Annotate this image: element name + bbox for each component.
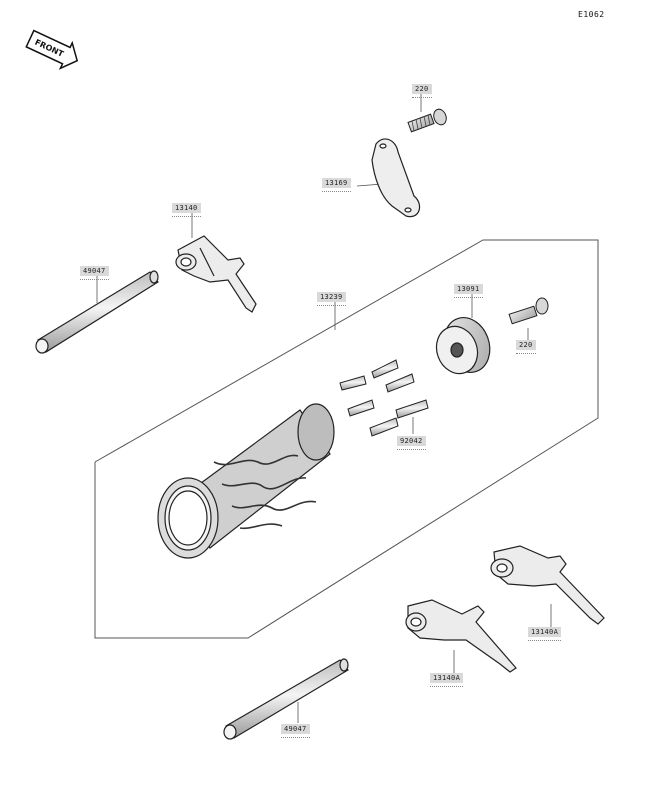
callout-pins: 92042 (397, 436, 426, 450)
shift-fork-middle (405, 599, 517, 673)
bolt-top (407, 108, 447, 133)
callout-drum: 13239 (317, 292, 346, 306)
bolt-right (508, 297, 549, 325)
assembly-outline (94, 239, 599, 639)
callout-plate: 13169 (322, 178, 351, 192)
callout-fork-middle: 13140A (430, 673, 464, 687)
callout-bolt-right: 220 (516, 340, 536, 354)
callout-shaft-bottom: 49047 (281, 724, 310, 738)
callout-washer: 13091 (454, 284, 483, 298)
pins (339, 359, 429, 437)
diagram-id: E1062 (578, 10, 605, 19)
callout-bolt-top: 220 (412, 84, 432, 98)
callout-fork-top: 13140 (172, 203, 201, 217)
shift-fork-top (175, 235, 257, 313)
shift-drum (157, 403, 335, 559)
front-arrow-icon: FRONT (25, 29, 79, 70)
shaft-bottom (223, 658, 349, 740)
shaft-top (35, 270, 159, 354)
callout-shaft-top: 49047 (80, 266, 109, 280)
shift-fork-right (490, 545, 605, 625)
retaining-plate (371, 138, 421, 218)
washer (435, 317, 491, 375)
callout-fork-right: 13140A (528, 627, 562, 641)
